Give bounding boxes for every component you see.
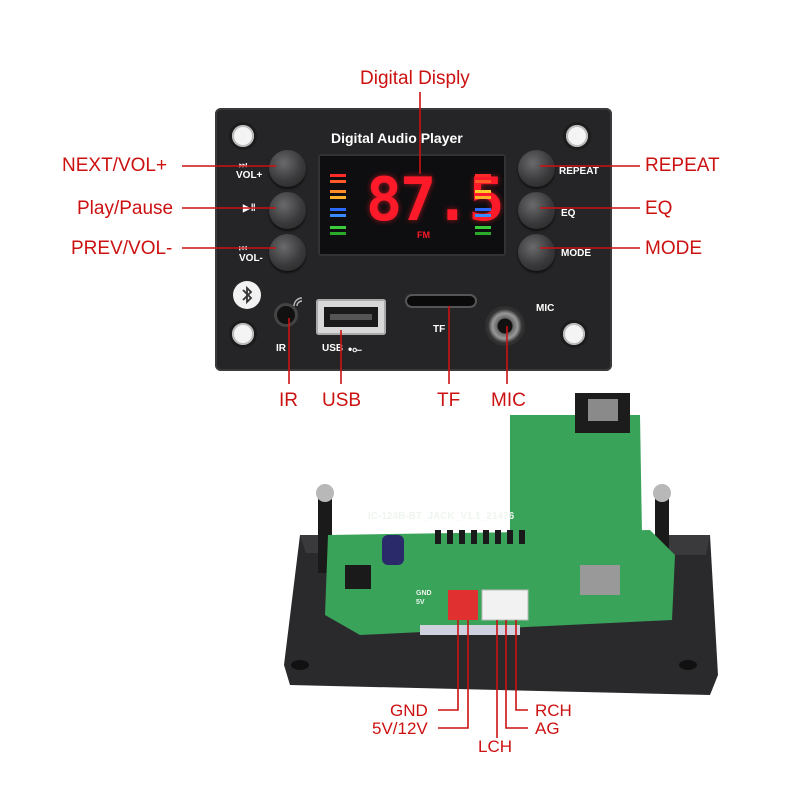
callout-usb: USB (322, 390, 362, 411)
callout-mode: MODE (645, 238, 702, 259)
callout-digital-display: Digital Disply (360, 68, 470, 89)
callout-leaders-bottom (438, 620, 528, 738)
pcb-5v-mark: 5V (416, 599, 425, 606)
callout-ir: IR (279, 390, 298, 411)
tf-slot-label: TF (433, 324, 446, 335)
mode-button-label: MODE (561, 248, 591, 259)
mount-hole-top-right (566, 125, 588, 147)
mount-hole-top-left (232, 125, 254, 147)
ir-wave-icon (293, 297, 303, 307)
rear-board-illustration (284, 393, 718, 695)
repeat-button-label: REPEAT (559, 166, 599, 177)
callout-next-vol: NEXT/VOL+ (62, 155, 168, 176)
prev-vol-down-button[interactable] (269, 234, 306, 271)
mic-jack-label: MIC (536, 303, 555, 314)
display-unit: FM (417, 230, 430, 240)
callout-mic: MIC (491, 390, 526, 411)
callout-play-pause: Play/Pause (77, 198, 174, 219)
mount-hole-bottom-left (232, 323, 254, 345)
next-icon: ⏭ (239, 160, 248, 170)
prev-button-label: VOL- (239, 253, 263, 264)
ir-port-label: IR (276, 343, 286, 354)
callout-tf: TF (437, 390, 461, 411)
ir-receiver (277, 306, 295, 324)
eq-bars-left (330, 174, 346, 235)
tf-card-slot[interactable] (407, 296, 475, 306)
callout-gnd: GND (390, 701, 428, 720)
usb-port-label: USB (322, 343, 344, 354)
callout-eq: EQ (645, 198, 673, 219)
next-vol-up-button[interactable] (269, 150, 306, 187)
next-button-label: VOL+ (236, 170, 263, 181)
play-pause-button[interactable] (269, 192, 306, 229)
eq-button[interactable] (518, 192, 555, 229)
mount-hole-bottom-right (563, 323, 585, 345)
mode-button[interactable] (518, 234, 555, 271)
digital-display (318, 154, 506, 256)
callout-prev-vol: PREV/VOL- (71, 238, 173, 259)
callout-ag: AG (535, 719, 560, 738)
callout-lch: LCH (478, 737, 513, 756)
callout-repeat: REPEAT (645, 155, 720, 176)
pcb-gnd-mark: GND (416, 590, 432, 597)
pcb-silkscreen: IC-124B-BT_JACK_V1.1_21476 (368, 511, 515, 522)
callout-power: 5V/12V (372, 719, 428, 738)
mic-jack[interactable] (485, 306, 525, 346)
callout-rch: RCH (535, 701, 572, 720)
panel-title: Digital Audio Player (331, 130, 463, 146)
usb-symbol-icon: •⟜ (348, 342, 362, 356)
eq-bars-right (475, 174, 491, 235)
usb-port[interactable] (316, 299, 386, 335)
repeat-button[interactable] (518, 150, 555, 187)
eq-button-label: EQ (561, 208, 576, 219)
callout-leaders-top (182, 92, 640, 384)
bluetooth-icon (233, 281, 261, 309)
